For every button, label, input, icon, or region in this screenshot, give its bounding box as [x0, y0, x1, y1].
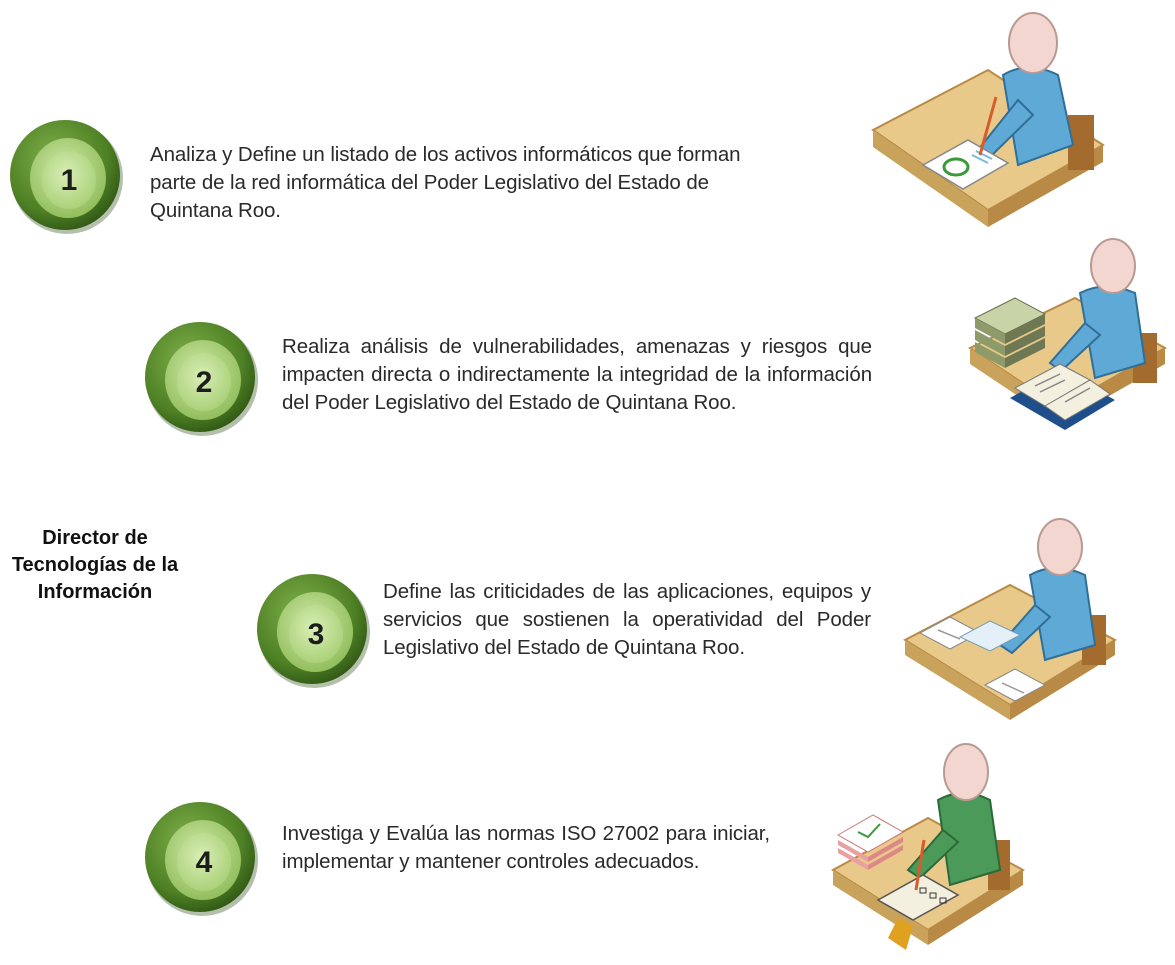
step-text-1: Analiza y Define un listado de los activ… — [150, 143, 741, 222]
step-badge-4: 4 — [143, 800, 261, 918]
person-reading-books-icon — [965, 238, 1170, 478]
step-number-3: 3 — [308, 618, 325, 651]
step-number-1: 1 — [61, 164, 78, 197]
step-text-2: Realiza análisis de vulnerabilidades, am… — [282, 335, 872, 414]
step-number-2: 2 — [196, 366, 213, 399]
person-checklist-icon — [828, 740, 1028, 965]
person-writing-icon — [868, 5, 1113, 255]
role-label: Director de Tecnologías de la Informació… — [0, 525, 190, 606]
step-badge-2: 2 — [143, 320, 261, 438]
role-line-2: Tecnologías de la — [11, 554, 179, 576]
step-number-4: 4 — [196, 846, 213, 879]
role-line-3: Información — [37, 581, 153, 603]
step-badge-1: 1 — [8, 118, 126, 236]
step-text-3: Define las criticidades de las aplicacio… — [383, 580, 871, 659]
step-text-4: Investiga y Evalúa las normas ISO 27002 … — [282, 822, 770, 873]
step-badge-3: 3 — [255, 572, 373, 690]
role-line-1: Director de — [42, 527, 148, 549]
person-reviewing-papers-icon — [900, 515, 1120, 745]
